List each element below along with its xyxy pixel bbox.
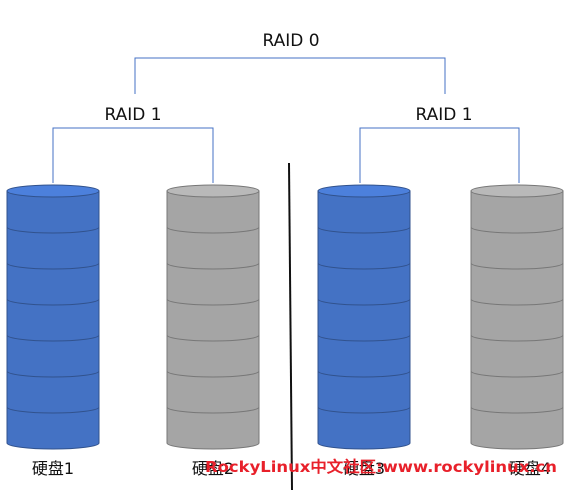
disk-3-segment-line <box>317 370 411 378</box>
disk-2-segment-line <box>166 262 260 270</box>
disk-3-label: 硬盘3 <box>343 459 385 478</box>
disk-4-label: 硬盘4 <box>509 459 551 478</box>
disk-3-segment-line <box>317 226 411 234</box>
disk-2-cylinder <box>166 184 260 450</box>
disk-2-label: 硬盘2 <box>192 459 234 478</box>
disk-4-segment-line <box>470 298 564 306</box>
raid0-label: RAID 0 <box>262 31 319 51</box>
disk-3-segment-line <box>317 298 411 306</box>
raid1-right-label: RAID 1 <box>415 105 472 125</box>
group-divider <box>288 162 293 491</box>
disk-2-segment-line <box>166 298 260 306</box>
disk-1-segment-line <box>6 334 100 342</box>
disk-4-cylinder <box>470 184 564 450</box>
disk-1-segment-line <box>6 226 100 234</box>
disk-2-segment-line <box>166 334 260 342</box>
disk-4-segment-line <box>470 334 564 342</box>
disk-1-segment-line <box>6 262 100 270</box>
disk-4-top-cap <box>470 184 564 198</box>
disk-3-segment-line <box>317 262 411 270</box>
disk-1-segment-line <box>6 406 100 414</box>
disk-4-body <box>470 190 564 450</box>
raid0-connector <box>134 57 446 94</box>
disk-3-segment-line <box>317 406 411 414</box>
disk-1-segment-line <box>6 298 100 306</box>
disk-3-top-cap <box>317 184 411 198</box>
watermark-text: RockyLinux中文社区:www.rockylinux.cn <box>205 457 557 476</box>
disk-3-cylinder <box>317 184 411 450</box>
disk-4-segment-line <box>470 406 564 414</box>
raid1-right-connector <box>359 127 520 183</box>
disk-4-segment-line <box>470 262 564 270</box>
disk-2-segment-line <box>166 370 260 378</box>
disk-1-label: 硬盘1 <box>32 459 74 478</box>
disk-4-segment-line <box>470 370 564 378</box>
raid1-left-label: RAID 1 <box>104 105 161 125</box>
disk-2-body <box>166 190 260 450</box>
disk-1-segment-line <box>6 370 100 378</box>
disk-3-segment-line <box>317 334 411 342</box>
disk-2-top-cap <box>166 184 260 198</box>
disk-4-segment-line <box>470 226 564 234</box>
disk-2-segment-line <box>166 226 260 234</box>
connector-lines <box>52 57 520 183</box>
raid1-left-connector <box>52 127 214 183</box>
disk-1-top-cap <box>6 184 100 198</box>
disk-1-cylinder <box>6 184 100 450</box>
disk-3-body <box>317 190 411 450</box>
disk-2-segment-line <box>166 406 260 414</box>
disk-1-body <box>6 190 100 450</box>
